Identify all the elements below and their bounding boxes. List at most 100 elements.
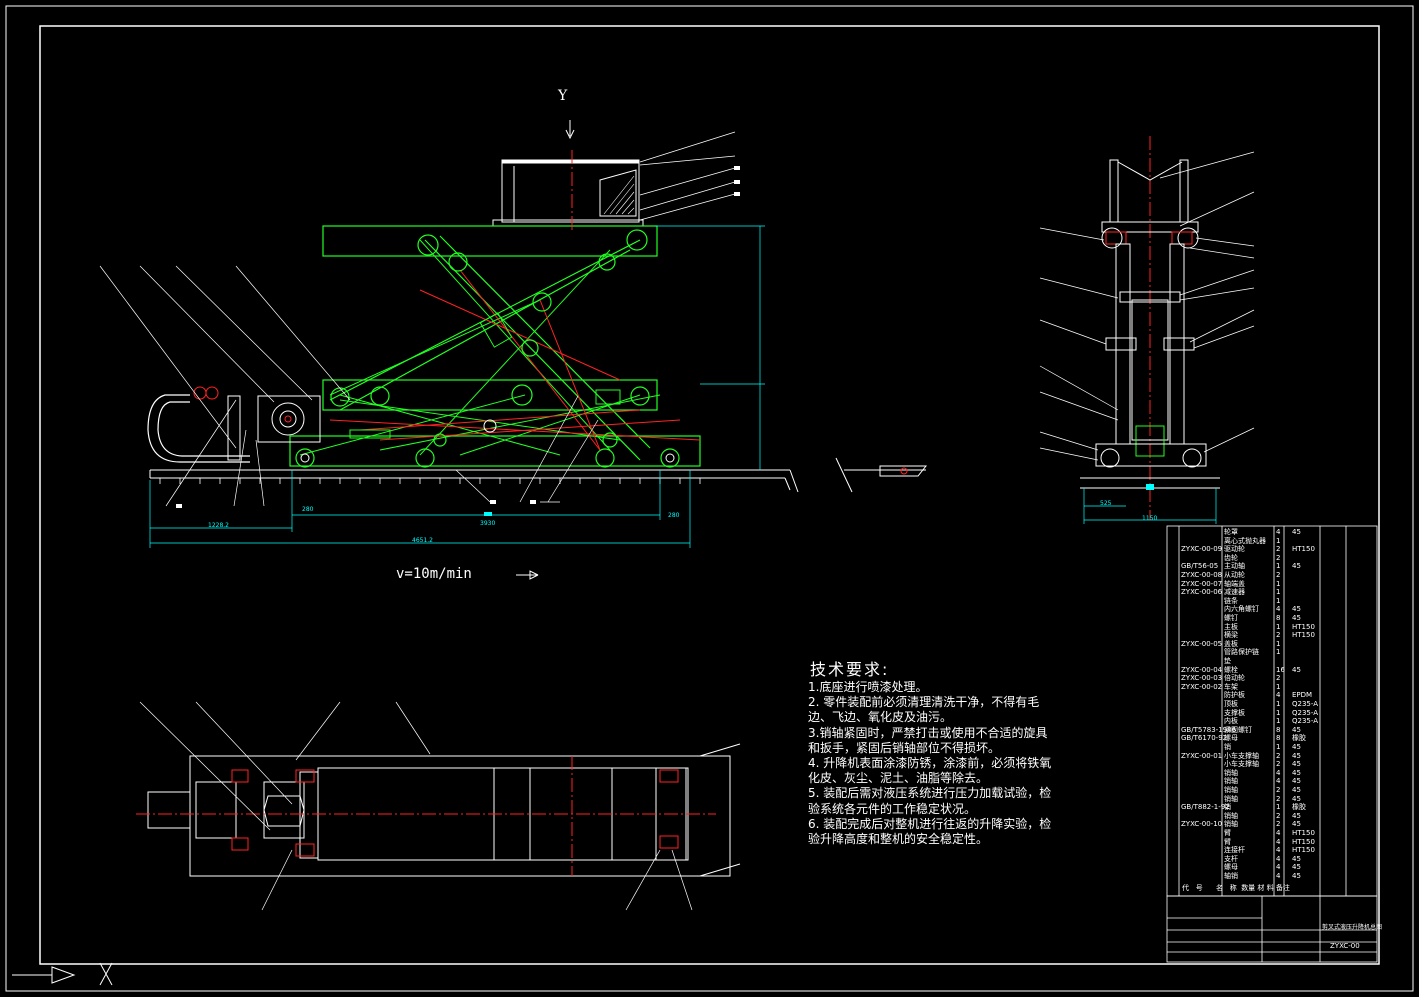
dimension-label: 525: [1100, 500, 1112, 507]
bom-cell: 45: [1292, 751, 1301, 760]
dimension-label: 1228.2: [208, 522, 229, 529]
tech-requirement-line: 边、飞边、氧化皮及油污。: [808, 710, 953, 725]
bom-cell: HT150: [1292, 545, 1315, 554]
dimension-label: 280: [668, 512, 680, 519]
bom-cell: 轮罩: [1224, 528, 1238, 536]
front-view: [99, 120, 928, 580]
bom-cell: 盖板: [1224, 639, 1238, 648]
bom-cell: 1: [1276, 648, 1281, 657]
bom-cell: 45: [1292, 863, 1301, 872]
bom-cell: Q235-A: [1292, 700, 1319, 708]
bom-cell: 45: [1292, 768, 1301, 777]
bom-cell: 45: [1292, 760, 1301, 769]
bom-cell: 管路保护链: [1224, 648, 1259, 657]
bom-cell: EPDM: [1292, 691, 1313, 700]
bom-cell: 轴销: [1224, 872, 1238, 880]
tech-requirement-line: 验系统各元件的工作稳定状况。: [808, 801, 977, 816]
tech-requirement-line: 验升降高度和整机的安全稳定性。: [808, 832, 989, 846]
bom-header: 代 号 名 称 数量 材 料 备注: [1182, 884, 1290, 892]
bom-cell: 主板: [1224, 622, 1238, 631]
bom-cell: 4: [1276, 846, 1281, 855]
inner-border: [39, 25, 1380, 965]
bom-cell: 销: [1224, 743, 1231, 751]
bom-cell: GB/T56-05: [1181, 562, 1219, 571]
view-arrow-mark: [12, 962, 113, 986]
bom-cell: 销轴: [1224, 768, 1238, 777]
bom-cell: 2: [1276, 571, 1281, 579]
bom-cell: ZYXC-00-09: [1181, 545, 1223, 554]
bom-cell: GB/T5783-1986: [1181, 725, 1237, 734]
bom-cell: HT150: [1292, 837, 1315, 846]
bom-cell: 4: [1276, 872, 1281, 880]
bom-cell: 45: [1292, 562, 1301, 571]
dimension-label: 1150: [1142, 515, 1158, 522]
bom-cell: ZYXC-00-05: [1181, 639, 1223, 648]
bom-cell: 1: [1276, 562, 1281, 571]
bom-cell: 销: [1224, 803, 1231, 812]
bom-cell: 2: [1276, 794, 1281, 803]
title-block-name: 剪叉式液压升降机总图: [1322, 924, 1383, 931]
bom-cell: 4: [1276, 528, 1281, 536]
bom-cell: 1: [1276, 700, 1281, 708]
bom-cell: 螺钉: [1224, 614, 1238, 622]
bom-cell: 螺母: [1224, 734, 1238, 743]
bom-cell: 销轴: [1224, 820, 1238, 829]
bom-cell: 销轴: [1224, 777, 1238, 786]
bom-cell: 1: [1276, 803, 1281, 812]
bom-cell: 2: [1276, 760, 1281, 769]
view-y-label: Y: [558, 88, 568, 104]
bom-cell: 臂: [1224, 837, 1231, 846]
bom-cell: Q235-A: [1292, 717, 1319, 726]
bom-cell: 4: [1276, 863, 1281, 872]
bom-cell: 链条: [1224, 596, 1238, 605]
bom-cell: 2: [1276, 674, 1281, 683]
bom-cell: 防护板: [1224, 691, 1245, 700]
bom-cell: 2: [1276, 751, 1281, 760]
bom-cell: 45: [1292, 786, 1301, 794]
tech-requirement-line: 1.底座进行喷漆处理。: [808, 680, 928, 694]
bom-cell: 4: [1276, 777, 1281, 786]
bom-cell: 顶板: [1224, 700, 1238, 708]
drawing-number: ZYXC-00: [1330, 942, 1360, 950]
bom-cell: ZYXC-00-07: [1181, 579, 1223, 588]
bom-cell: 支杆: [1224, 854, 1238, 863]
bom-cell: 垫: [1224, 657, 1231, 665]
bom-cell: 连接杆: [1224, 846, 1245, 855]
bom-cell: HT150: [1292, 829, 1315, 837]
bom-cell: 从动轮: [1224, 571, 1245, 579]
bom-cell: 45: [1292, 794, 1301, 803]
bom-cell: 2: [1276, 545, 1281, 554]
tech-requirement-line: 化皮、灰尘、泥土、油脂等除去。: [808, 771, 989, 786]
bom-cell: 45: [1292, 777, 1301, 786]
bom-cell: 45: [1292, 665, 1301, 674]
bom-cell: 横梁: [1224, 631, 1238, 640]
bom-cell: HT150: [1292, 622, 1315, 631]
dimension-label: 280: [302, 506, 314, 513]
bom-table-frame: [1166, 525, 1378, 963]
bom-cell: 4: [1276, 605, 1281, 614]
bom-cell: 4: [1276, 837, 1281, 846]
bom-cell: 销轴: [1224, 811, 1238, 820]
bom-cell: 8: [1276, 734, 1281, 743]
bom-cell: 减速器: [1224, 588, 1245, 597]
bom-cell: 橡胶: [1292, 734, 1306, 743]
bom-cell: 4: [1276, 854, 1281, 863]
bom-cell: 2: [1276, 553, 1281, 562]
bom-cell: 1: [1276, 588, 1281, 597]
dimension-label: 4651.2: [412, 537, 433, 544]
tech-requirement-line: 4. 升降机表面涂漆防锈，涂漆前，必须将铁氧: [808, 756, 1052, 770]
bom-cell: 销轴: [1224, 786, 1238, 794]
tech-requirement-line: 和扳手，紧固后销轴部位不得损坏。: [808, 740, 1001, 755]
plan-view: [136, 701, 741, 911]
bom-cell: 4: [1276, 768, 1281, 777]
dimension-label: 3930: [480, 520, 496, 527]
bom-cell: ZYXC-00-01: [1181, 751, 1223, 760]
bom-cell: 45: [1292, 820, 1301, 829]
bom-cell: ZYXC-00-02: [1181, 682, 1223, 691]
tech-requirements-title: 技术要求:: [810, 660, 890, 679]
bom-cell: 1: [1276, 717, 1281, 726]
bom-cell: 2: [1276, 786, 1281, 794]
bom-cell: HT150: [1292, 631, 1315, 640]
speed-label: v=10m/min: [396, 566, 472, 582]
bom-cell: 16: [1276, 665, 1285, 674]
